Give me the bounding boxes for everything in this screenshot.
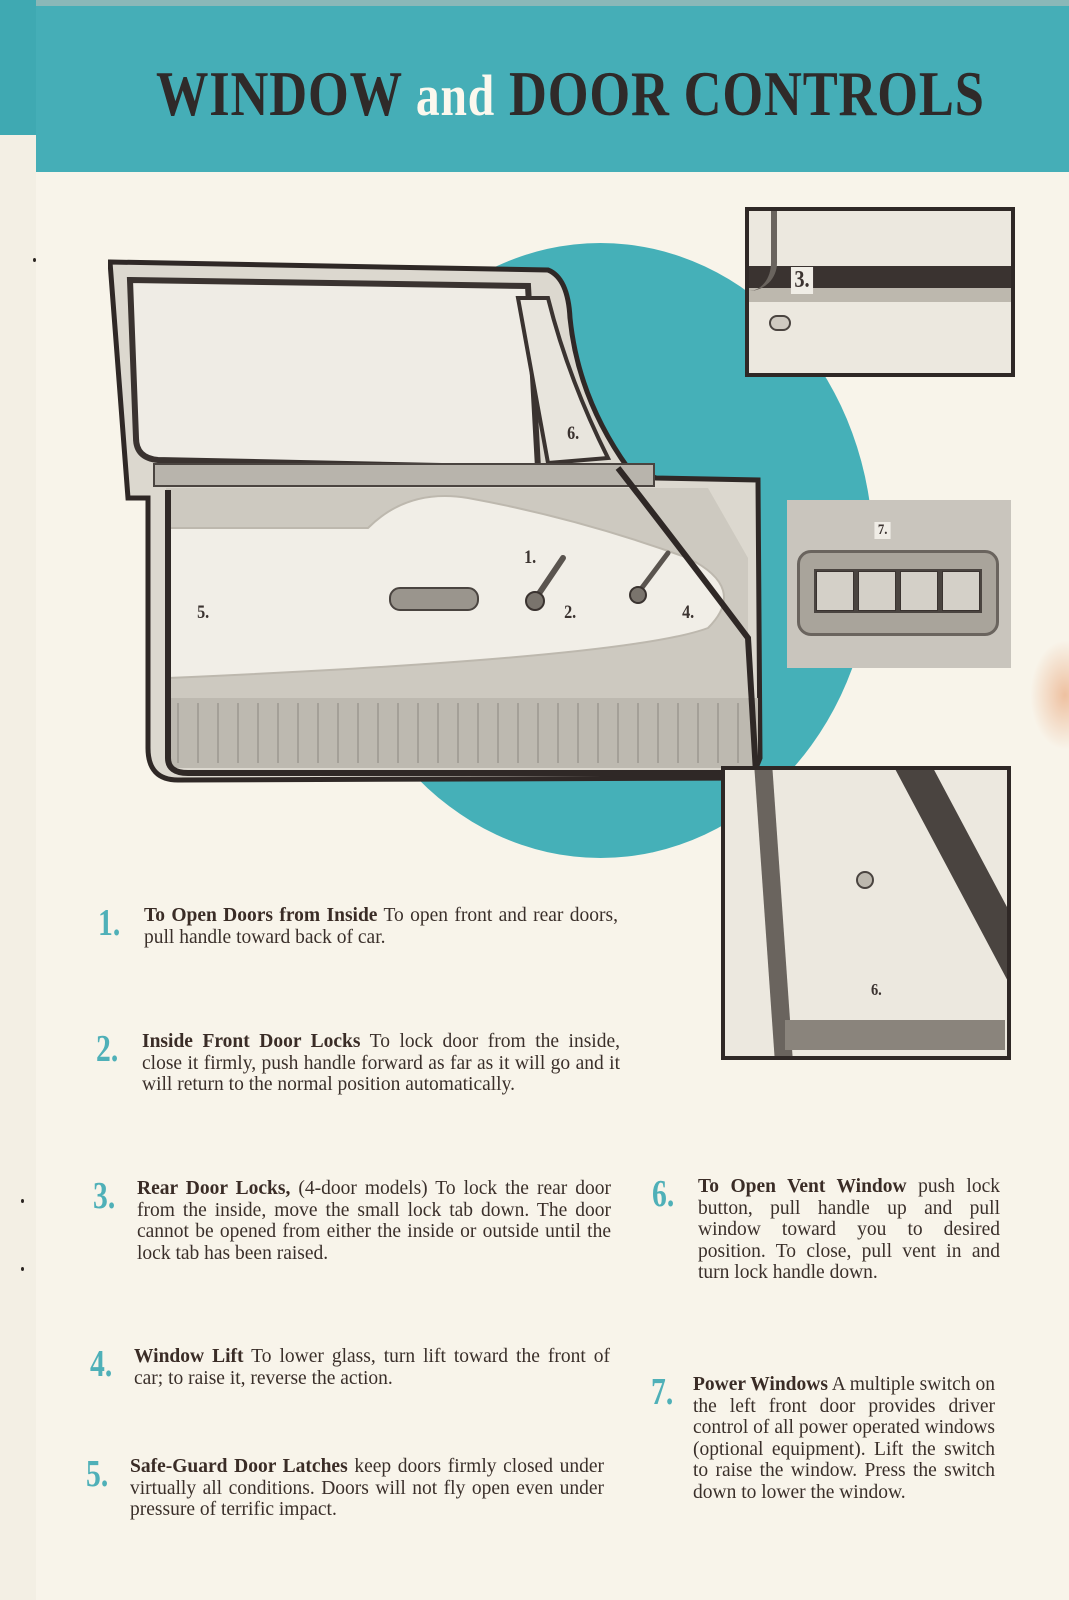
inset-6-label: 6. [870, 980, 882, 999]
title-word-and: and [415, 63, 496, 128]
item-description: push lock button, pull handle up and pul… [698, 1176, 1000, 1283]
switch-bank [814, 569, 982, 613]
switch-bezel [797, 550, 999, 636]
inset-3-label: 3. [790, 267, 814, 294]
vent-lock-button-icon [856, 871, 874, 889]
item-description: To lower glass, turn lift toward the fro… [134, 1346, 610, 1389]
inset-7-label: 7. [874, 522, 891, 539]
callout-4: 4. [682, 602, 695, 623]
item-heading: Window Lift [134, 1346, 244, 1367]
title-word-door-controls: DOOR CONTROLS [508, 58, 985, 129]
header-edge [36, 0, 1069, 6]
item-description: To open front and rear doors, pull handl… [144, 905, 618, 948]
gutter-band [0, 0, 36, 135]
item-number: 2. [96, 1028, 119, 1070]
item-text: To Open Vent Window push lock button, pu… [698, 1176, 1000, 1284]
item-text: Inside Front Door Locks To lock door fro… [142, 1031, 620, 1096]
inset-rear-door-lock: 3. [745, 207, 1015, 377]
item-heading: Safe-Guard Door Latches [130, 1456, 348, 1477]
callout-6: 6. [567, 423, 580, 444]
callout-1: 1. [524, 547, 537, 568]
title-word-window: WINDOW [156, 58, 402, 129]
item-description: keep doors firmly closed under virtually… [130, 1456, 604, 1520]
item-number: 6. [652, 1173, 675, 1215]
window-switch-2[interactable] [858, 571, 896, 611]
item-number: 1. [98, 902, 121, 944]
item-heading: Power Windows [693, 1374, 828, 1395]
door-illustration [108, 259, 763, 783]
item-number: 5. [86, 1453, 109, 1495]
item-description: (4-door models) To lock the rear door fr… [137, 1178, 611, 1264]
inset-vent-window: 6. [721, 766, 1011, 1060]
window-switch-4[interactable] [942, 571, 980, 611]
item-heading: Rear Door Locks, [137, 1178, 291, 1199]
item-description: A multiple switch on the left front door… [693, 1374, 995, 1503]
page-gutter [0, 0, 36, 1600]
callout-5: 5. [197, 602, 210, 623]
item-text: Window Lift To lower glass, turn lift to… [134, 1346, 610, 1389]
item-text: To Open Doors from Inside To open front … [144, 905, 618, 948]
paper-speck [33, 258, 36, 262]
item-text: Rear Door Locks, (4-door models) To lock… [137, 1178, 611, 1264]
item-heading: To Open Vent Window [698, 1176, 907, 1197]
item-text: Safe-Guard Door Latches keep doors firml… [130, 1456, 604, 1521]
callout-2: 2. [564, 602, 577, 623]
inset-6-post [753, 770, 795, 1056]
paper-stain [1030, 640, 1069, 750]
paper-speck [21, 1199, 24, 1203]
paper-speck [21, 1267, 24, 1271]
item-number: 4. [90, 1343, 113, 1385]
lock-tab-icon [769, 315, 791, 331]
inset-3-trim [749, 266, 1011, 288]
vent-handle-base [785, 1020, 1005, 1050]
inset-3-pillar [749, 211, 777, 291]
window-switch-1[interactable] [816, 571, 854, 611]
inset-6-frame [885, 770, 1007, 1051]
item-text: Power Windows A multiple switch on the l… [693, 1374, 995, 1503]
item-number: 7. [651, 1371, 674, 1413]
page-title: WINDOW and DOOR CONTROLS [156, 62, 985, 126]
inset-3-trim-lower [749, 288, 1011, 302]
item-description: To lock door from the inside, close it f… [142, 1031, 620, 1095]
item-heading: Inside Front Door Locks [142, 1031, 361, 1052]
window-switch-3[interactable] [900, 571, 938, 611]
item-heading: To Open Doors from Inside [144, 905, 378, 926]
header-band: WINDOW and DOOR CONTROLS [36, 0, 1069, 172]
inset-power-window-switch: 7. [787, 500, 1011, 668]
item-number: 3. [93, 1175, 116, 1217]
